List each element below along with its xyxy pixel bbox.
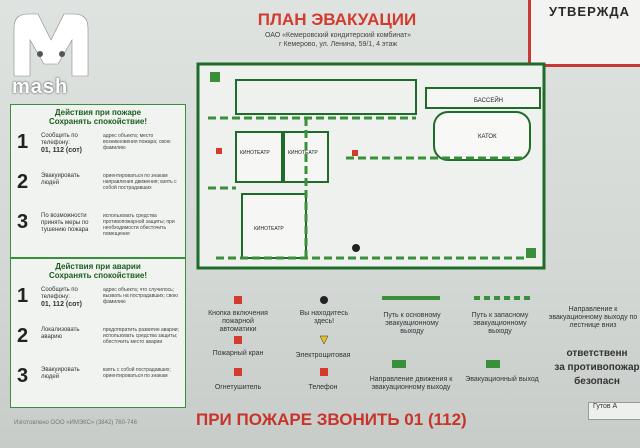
accident-step-3-label: Эвакуировать людей <box>41 367 80 380</box>
accident-step-1-label: Сообщить по телефону: <box>41 287 78 300</box>
fire-step-1-number: 1 <box>17 131 29 153</box>
fire-panel-title: Действия при пожаре <box>54 108 142 117</box>
legend-exit: Эвакуационный выход <box>465 376 539 383</box>
fire-hose-icon <box>234 336 242 344</box>
legend-spare-route: Путь к запасному эвакуационному выходу <box>471 312 529 335</box>
responsible-line-3: безопасн <box>574 376 620 387</box>
fire-step-2: 2 Эвакуировать людей ориентироваться по … <box>17 171 179 205</box>
exit-sign-2 <box>526 248 536 258</box>
rink-label: КАТОК <box>478 134 497 140</box>
approval-label: УТВЕРЖДА <box>549 4 630 19</box>
page-title: ПЛАН ЭВАКУАЦИИ <box>257 10 417 29</box>
mash-logo-text: mash <box>12 76 69 98</box>
fire-step-1-phone: 01, 112 (сот) <box>41 147 82 154</box>
evacuation-exit-icon <box>486 360 500 368</box>
fire-step-2-desc: ориентироваться по знакам направления дв… <box>103 173 177 191</box>
accident-step-3: 3 Эвакуировать людей взять с собой постр… <box>17 365 179 399</box>
direction-arrow-icon <box>392 360 406 368</box>
responsible-line-1: ответственн <box>566 348 628 359</box>
name-sticker: Гутов А <box>588 402 640 420</box>
legend-stairs-direction: Направление к эвакуационному выходу по л… <box>548 306 638 329</box>
accident-step-2-label: Локализовать аварию <box>41 327 80 340</box>
legend-alarm-button: Кнопка включения пожарной автоматики <box>208 310 268 333</box>
accident-step-1-desc: адрес объекта; что случилось; вызвать на… <box>103 287 178 305</box>
manufacturer-footer: Изготовлено ООО «ИМЭКС» (3842) 760-746 <box>14 420 137 426</box>
accident-step-3-desc: взять с собой пострадавших; ориентироват… <box>103 367 171 379</box>
fire-call-text: ПРИ ПОЖАРЕ ЗВОНИТЬ 01 (112) <box>196 410 467 429</box>
evacuation-routes <box>208 116 526 260</box>
pool-label: БАССЕЙН <box>474 96 503 104</box>
accident-step-1-phone: 01, 112 (сот) <box>41 301 82 308</box>
extinguisher-icon <box>234 368 242 376</box>
cinema-label-3: КИНОТЕАТР <box>254 226 284 232</box>
fire-step-3-desc: использовать средства противопожарной за… <box>103 213 175 237</box>
exit-sign-1 <box>210 72 220 82</box>
alarm-button-icon <box>234 296 242 304</box>
legend-extinguisher: Огнетушитель <box>214 384 262 391</box>
accident-step-3-number: 3 <box>17 365 29 387</box>
you-are-here-marker <box>352 244 360 252</box>
cinema-label-2: КИНОТЕАТР <box>288 150 318 156</box>
accident-step-1-number: 1 <box>17 285 29 307</box>
sticker-text: Гутов А <box>593 403 618 410</box>
fire-step-2-label: Эвакуировать людей <box>41 173 80 186</box>
cinema-room-3 <box>241 193 307 259</box>
fire-step-1-label: Сообщить по телефону: <box>41 133 78 146</box>
legend-switchboard: Электрощитовая <box>295 352 351 359</box>
accident-actions-panel: Действия при аварии Сохранять спокойстви… <box>10 258 186 408</box>
fire-actions-panel: Действия при пожаре Сохранять спокойстви… <box>10 104 186 258</box>
fire-step-1: 1 Сообщить по телефону: 01, 112 (сот) ад… <box>17 131 179 165</box>
accident-step-1: 1 Сообщить по телефону: 01, 112 (сот) ад… <box>17 285 179 319</box>
cinema-room-1 <box>235 131 283 183</box>
accident-panel-title: Действия при аварии <box>55 262 141 271</box>
approval-box: УТВЕРЖДА <box>528 0 640 67</box>
fire-hydrant-icon <box>352 150 358 156</box>
fire-step-3-label: По возможности принять меры по тушению п… <box>41 213 89 233</box>
switchboard-icon <box>319 335 329 345</box>
legend-direction: Направление движения к эвакуационному вы… <box>369 376 453 391</box>
legend-you-are-here: Вы находитесь здесь! <box>299 310 349 325</box>
phone-icon <box>320 368 328 376</box>
accident-step-2: 2 Локализовать аварию предотвратить разв… <box>17 325 179 359</box>
legend-fire-hose: Пожарный кран <box>212 350 264 357</box>
fire-step-1-desc: адрес объекта; место возникновения пожар… <box>103 133 171 151</box>
legend-main-route: Путь к основному эвакуационному выходу <box>383 312 441 335</box>
organization-name: ОАО «Кемеровский кондитерский комбинат» <box>264 32 412 39</box>
fire-alarm-icon <box>216 148 222 154</box>
accident-panel-subtitle: Сохранять спокойствие! <box>49 271 147 280</box>
accident-step-2-number: 2 <box>17 325 29 347</box>
mash-logo <box>13 13 89 77</box>
ice-rink <box>433 111 531 161</box>
you-are-here-icon <box>320 296 328 304</box>
organization-address: г Кемерово, ул. Ленина, 59/1, 4 этаж <box>278 41 398 48</box>
fire-step-3-number: 3 <box>17 211 29 233</box>
fire-panel-subtitle: Сохранять спокойствие! <box>49 117 147 126</box>
legend-phone: Телефон <box>308 384 338 391</box>
fire-step-2-number: 2 <box>17 171 29 193</box>
cinema-label-1: КИНОТЕАТР <box>240 150 270 156</box>
legend-icons <box>234 296 532 376</box>
fire-step-3: 3 По возможности принять меры по тушению… <box>17 211 179 245</box>
responsible-line-2: за противопожар <box>554 362 640 373</box>
accident-step-2-desc: предотвратить развитие аварии; использов… <box>103 327 179 345</box>
upper-corridor-walls <box>235 79 417 115</box>
floor-plan: БАССЕЙН КАТОК КИНОТЕАТР КИНОТЕАТР КИНОТЕ… <box>196 62 546 270</box>
pool-room <box>425 87 541 109</box>
